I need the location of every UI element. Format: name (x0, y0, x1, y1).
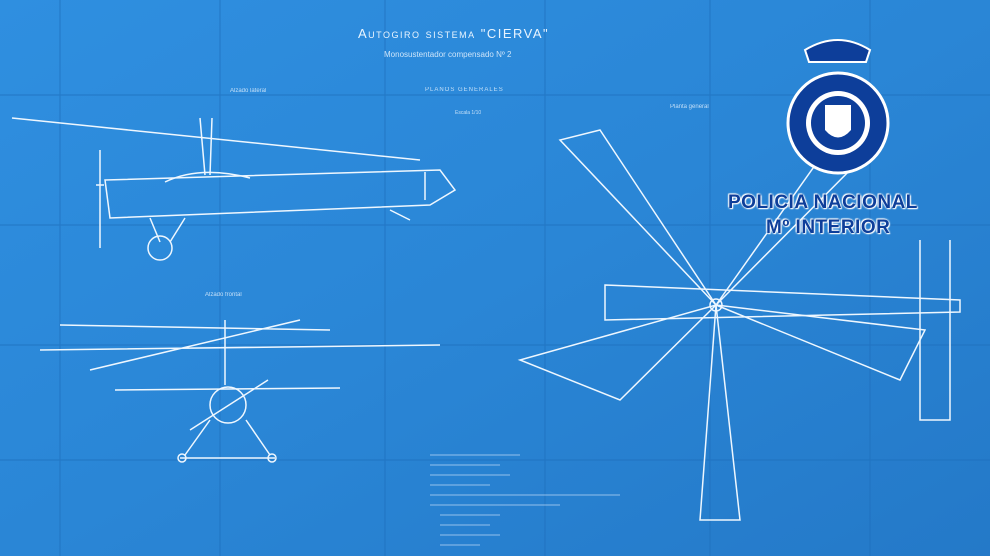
plan-view-label: Planta general (670, 104, 709, 110)
side-view (11, 117, 457, 261)
front-view-label: Alzado frontal (205, 292, 242, 298)
section-label: PLANOS GENERALES (425, 87, 504, 93)
scale-label: Escala 1/10 (455, 110, 482, 116)
watermark-line-2: Mº INTERIOR (766, 217, 891, 238)
watermark-line-1: POLICIA NACIONAL (728, 192, 918, 213)
police-badge-logo (786, 39, 890, 175)
blueprint-subtitle: Monosustentador compensado Nº 2 (384, 50, 512, 59)
front-view (39, 319, 441, 463)
blueprint-title: Autogiro sistema "CIERVA" (358, 26, 550, 41)
notes-block (430, 454, 620, 546)
side-view-label: Alzado lateral (230, 88, 267, 94)
